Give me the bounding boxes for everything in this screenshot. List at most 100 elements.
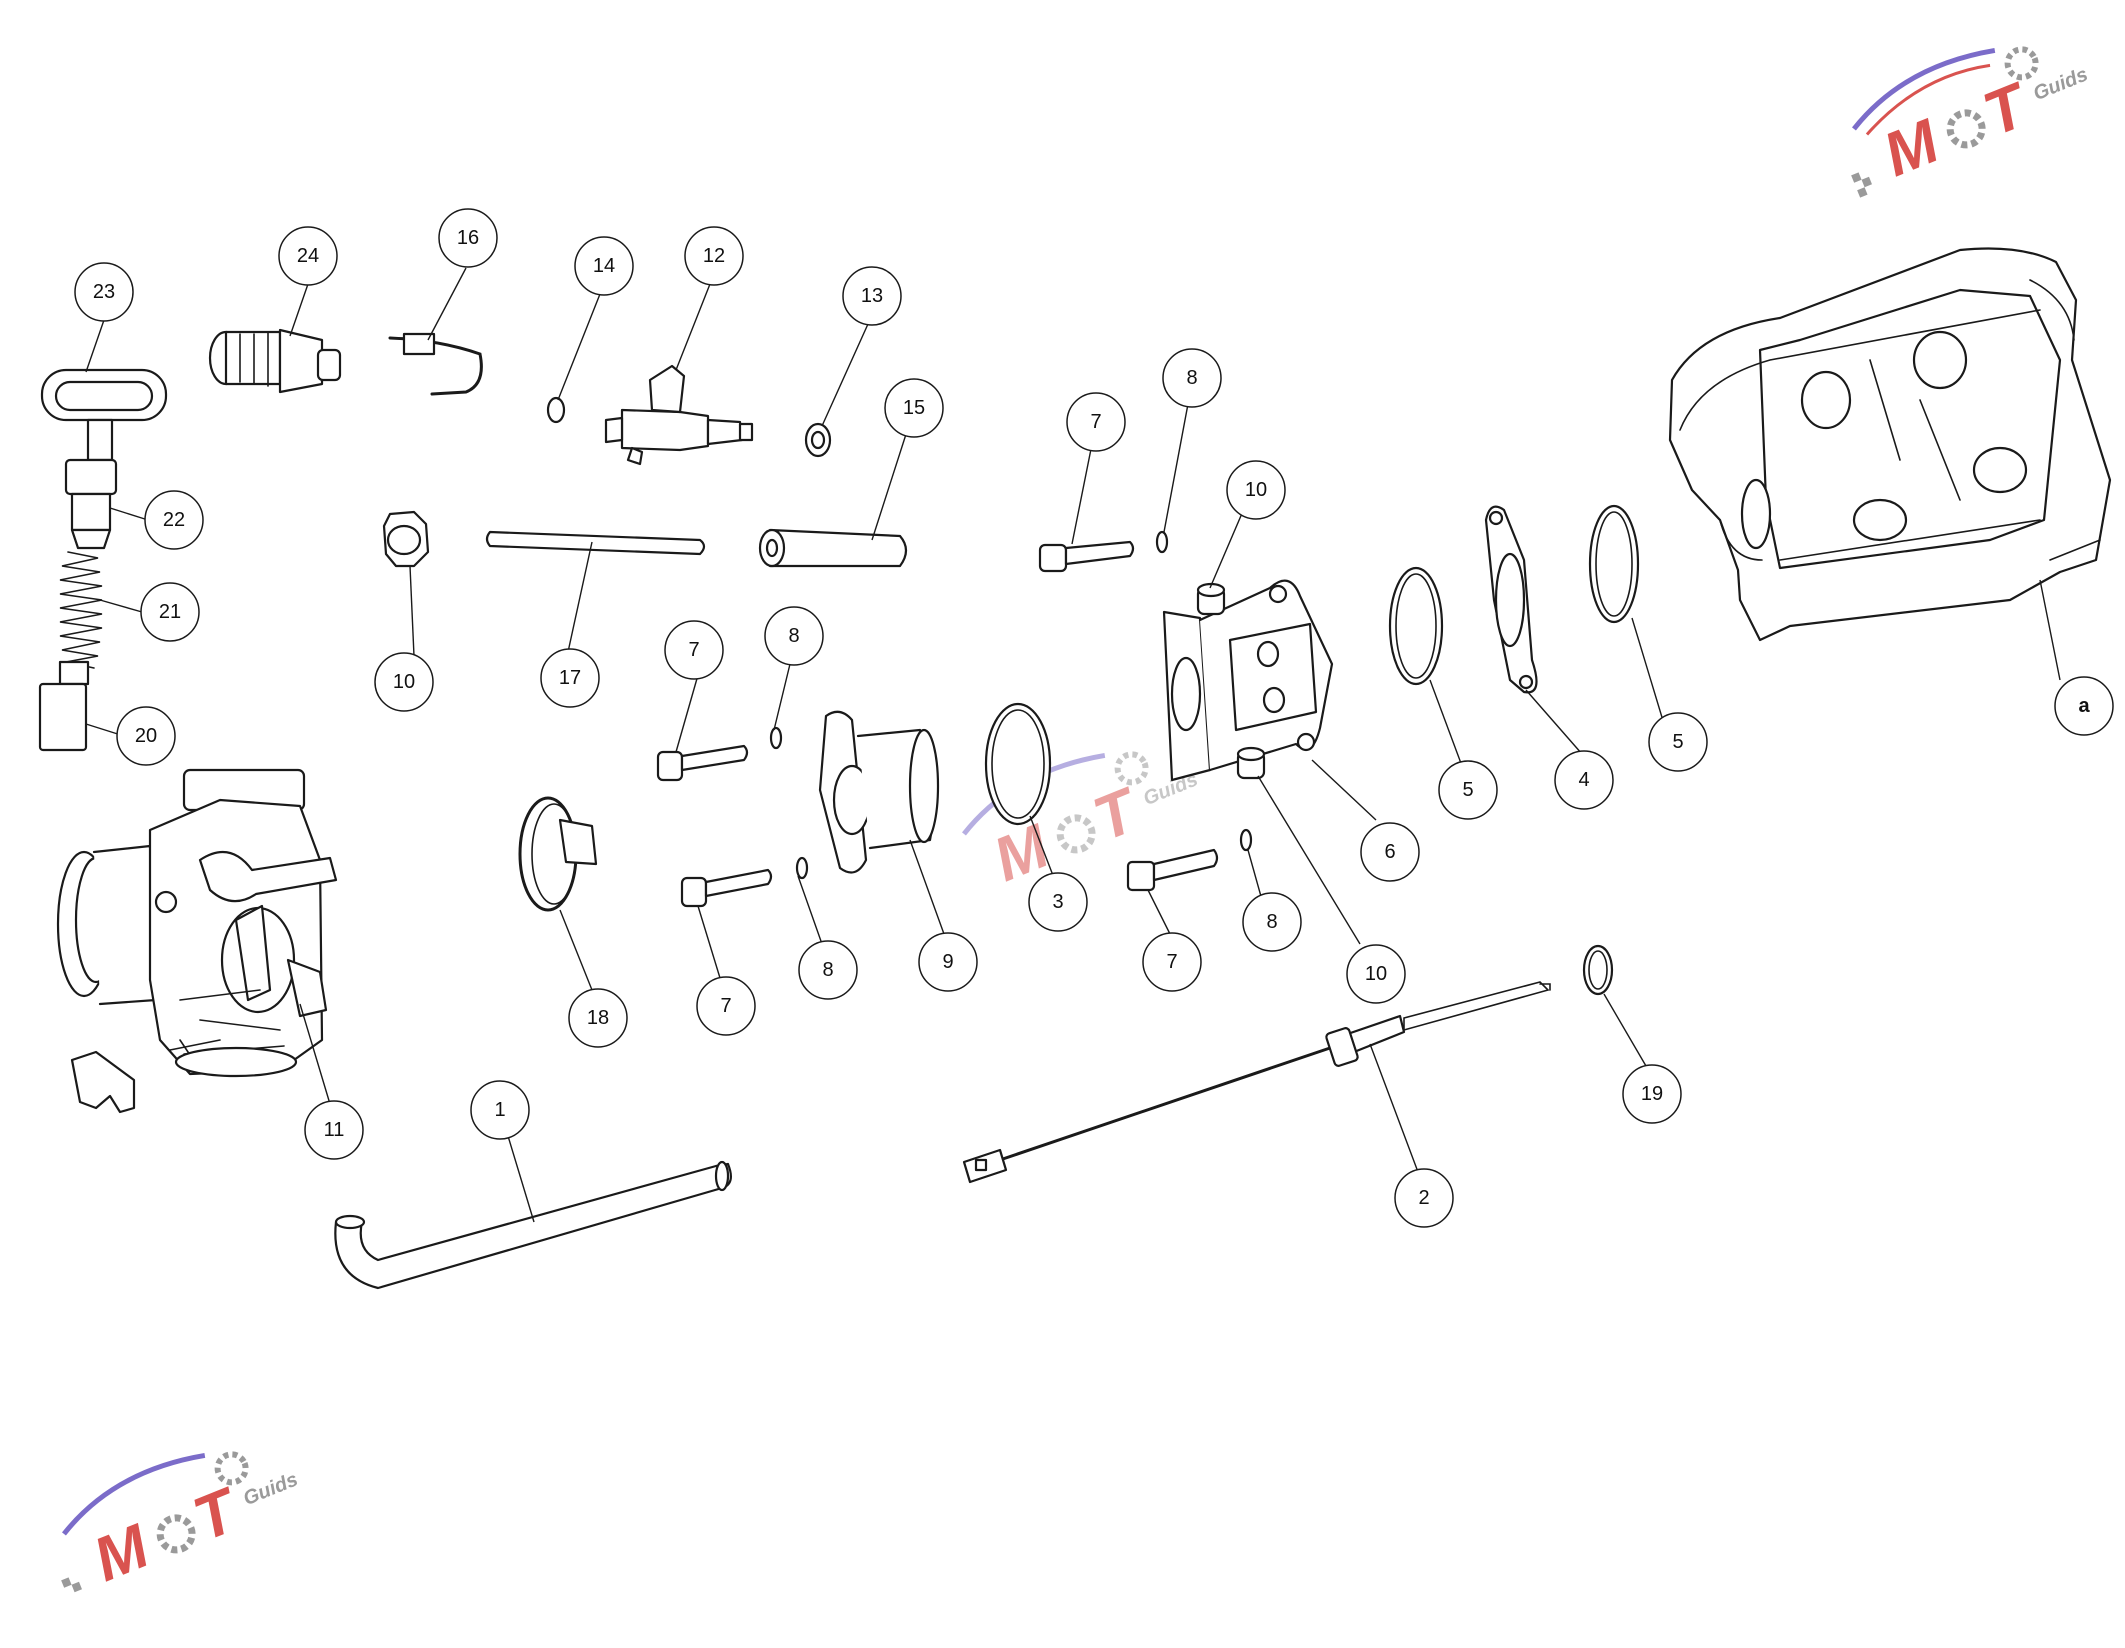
leader-lines <box>85 267 2061 1223</box>
callout-a: a <box>2054 676 2114 736</box>
part-o-ring-5-right <box>1588 504 1640 624</box>
part-clip <box>388 332 483 396</box>
svg-text:7: 7 <box>1090 411 1101 433</box>
svg-text:T: T <box>1975 70 2041 150</box>
svg-text:11: 11 <box>324 1119 345 1141</box>
part-key-shaft <box>64 458 118 550</box>
svg-text:16: 16 <box>457 227 479 249</box>
svg-text:3: 3 <box>1052 891 1063 913</box>
svg-text:M: M <box>84 1511 159 1595</box>
watermark-logo-bottom: M T Guids <box>61 1451 301 1595</box>
callout-23: 23 <box>74 262 134 322</box>
callout-4: 4 <box>1554 750 1614 810</box>
callout-6: 6 <box>1360 822 1420 882</box>
svg-text:18: 18 <box>587 1007 609 1029</box>
svg-text:8: 8 <box>822 959 833 981</box>
part-hose-clamp <box>518 796 598 912</box>
part-nut-10-left <box>382 510 430 568</box>
callout-12: 12 <box>684 226 744 286</box>
svg-text:8: 8 <box>788 625 799 647</box>
svg-text:2: 2 <box>1418 1187 1429 1209</box>
callout-5-right: 5 <box>1648 712 1708 772</box>
svg-text:10: 10 <box>1245 479 1267 501</box>
part-plug <box>38 660 90 752</box>
svg-text:15: 15 <box>903 397 925 419</box>
part-ring-13 <box>804 422 832 458</box>
part-rod <box>485 530 706 556</box>
callout-10-lower: 10 <box>1346 944 1406 1004</box>
callout-11: 11 <box>304 1100 364 1160</box>
svg-text:21: 21 <box>159 601 181 623</box>
part-gasket <box>1484 505 1538 694</box>
svg-text:7: 7 <box>688 639 699 661</box>
part-washer-8-top <box>1155 530 1169 554</box>
callout-7-right: 7 <box>1142 932 1202 992</box>
part-o-ring-small-14 <box>546 396 566 424</box>
svg-text:4: 4 <box>1578 769 1589 791</box>
part-injector <box>604 364 754 466</box>
part-bolt-7-middle <box>656 744 749 782</box>
callout-17: 17 <box>540 648 600 708</box>
svg-text:8: 8 <box>1186 367 1197 389</box>
callout-3: 3 <box>1028 872 1088 932</box>
svg-text:9: 9 <box>942 951 953 973</box>
part-throttle-body <box>56 768 338 1114</box>
svg-text:19: 19 <box>1641 1083 1663 1105</box>
part-washer-8-right <box>1239 828 1253 852</box>
svg-text:12: 12 <box>703 245 725 267</box>
svg-text:Guids: Guids <box>240 1468 301 1510</box>
part-o-ring-5-left <box>1388 566 1444 686</box>
callout-21: 21 <box>140 582 200 642</box>
svg-text:10: 10 <box>1365 963 1387 985</box>
part-washer-8-middle <box>769 726 783 750</box>
part-bolt-7-top <box>1038 540 1135 573</box>
svg-text:6: 6 <box>1384 841 1395 863</box>
part-o-ring-19 <box>1582 944 1614 996</box>
svg-text:5: 5 <box>1672 731 1683 753</box>
callout-1: 1 <box>470 1080 530 1140</box>
callout-20: 20 <box>116 706 176 766</box>
part-spacer-10-lower <box>1236 746 1266 780</box>
callout-9: 9 <box>918 932 978 992</box>
callout-19: 19 <box>1622 1064 1682 1124</box>
callout-5-left: 5 <box>1438 760 1498 820</box>
callout-8-right: 8 <box>1242 892 1302 952</box>
svg-text:M: M <box>1874 106 1949 190</box>
callout-14: 14 <box>574 236 634 296</box>
svg-text:14: 14 <box>593 255 615 277</box>
callout-16: 16 <box>438 208 498 268</box>
svg-text:1: 1 <box>494 1099 505 1121</box>
callout-2: 2 <box>1394 1168 1454 1228</box>
callout-10-upper: 10 <box>1226 460 1286 520</box>
svg-text:23: 23 <box>93 281 115 303</box>
svg-text:10: 10 <box>393 671 415 693</box>
svg-text:5: 5 <box>1462 779 1473 801</box>
part-hose <box>334 1160 733 1290</box>
part-spacer-10-upper <box>1196 582 1226 616</box>
callout-7-middle: 7 <box>664 620 724 680</box>
svg-text:T: T <box>1085 775 1151 855</box>
svg-text:a: a <box>2078 695 2090 717</box>
callout-7-lower: 7 <box>696 976 756 1036</box>
svg-text:20: 20 <box>135 725 157 747</box>
part-bolt-7-lower <box>680 868 773 908</box>
callout-13: 13 <box>842 266 902 326</box>
svg-text:7: 7 <box>1166 951 1177 973</box>
callout-15: 15 <box>884 378 944 438</box>
part-o-ring-3 <box>984 702 1052 826</box>
callout-7-top: 7 <box>1066 392 1126 452</box>
callout-24: 24 <box>278 226 338 286</box>
callout-18: 18 <box>568 988 628 1048</box>
callout-8-lower: 8 <box>798 940 858 1000</box>
svg-text:Guids: Guids <box>2030 63 2091 105</box>
svg-text:8: 8 <box>1266 911 1277 933</box>
callout-labels: 23 24 16 14 12 13 15 7 8 10 22 21 20 10 … <box>74 208 2114 1228</box>
callout-8-middle: 8 <box>764 606 824 666</box>
svg-text:17: 17 <box>559 667 581 689</box>
svg-text:7: 7 <box>720 995 731 1017</box>
callout-10-left: 10 <box>374 652 434 712</box>
part-bolt-7-right <box>1126 848 1219 892</box>
watermark-logo-top: M T Guids <box>1851 46 2091 198</box>
part-spring <box>59 551 103 669</box>
